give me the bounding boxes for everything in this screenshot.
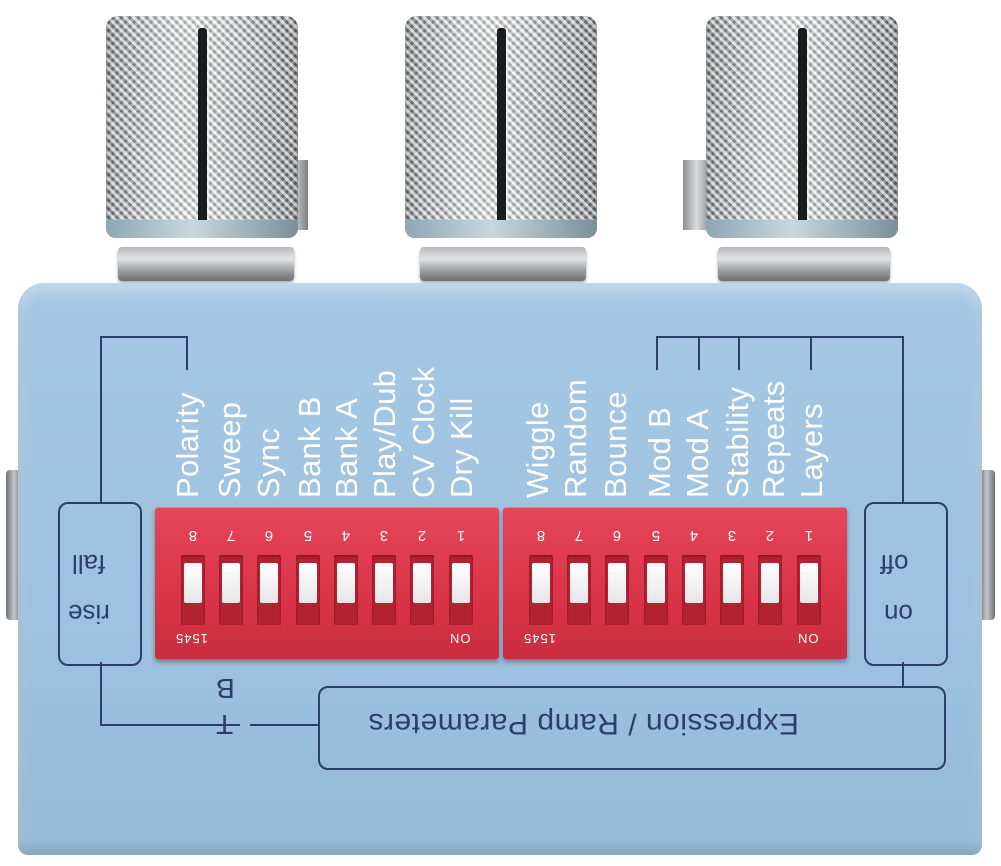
- dip-switch-bank-left: 8 7 6 5 4 3 2 1 1545 ON: [155, 507, 499, 659]
- label-mod-a: Mod A: [680, 408, 715, 498]
- nut-center: [420, 247, 586, 281]
- nut-left: [118, 247, 294, 281]
- dip-left-number-6: 6: [264, 527, 274, 544]
- left-bracket-top: [100, 336, 188, 338]
- right-bracket-top: [656, 336, 904, 338]
- footer-label-box: [318, 686, 946, 770]
- dip-left-code: 1545: [175, 631, 208, 646]
- dip-right-switch-4[interactable]: [682, 555, 706, 625]
- dip-left-switch-8[interactable]: [181, 555, 205, 625]
- dip-left-number-1: 1: [456, 527, 466, 544]
- dip-right-switch-3[interactable]: [720, 555, 744, 625]
- label-cv-clock: CV Clock: [406, 366, 441, 498]
- dip-right-number-8: 8: [536, 527, 546, 544]
- dip-right-switch-5[interactable]: [644, 555, 668, 625]
- label-sync: Sync: [251, 427, 286, 498]
- left-toggle-rise: rise: [68, 599, 110, 629]
- right-bracket-lower: [902, 662, 904, 686]
- label-mod-b: Mod B: [642, 406, 677, 498]
- dip-left-number-5: 5: [303, 527, 313, 544]
- dip-right-code: 1545: [523, 631, 556, 646]
- dip-left-switch-4[interactable]: [334, 555, 358, 625]
- dip-left-switch-6[interactable]: [257, 555, 281, 625]
- label-polarity: Polarity: [170, 392, 205, 498]
- dip-right-number-4: 4: [689, 527, 699, 544]
- dip-left-number-7: 7: [226, 527, 236, 544]
- dip-right-switch-2[interactable]: [758, 555, 782, 625]
- dip-left-switch-3[interactable]: [372, 555, 396, 625]
- knob-center[interactable]: [405, 16, 597, 238]
- footer-label: Expression / Ramp Parameters: [368, 707, 799, 740]
- left-bracket-vertical: [100, 336, 102, 503]
- dip-right-on-label: ON: [797, 631, 819, 646]
- label-play-dub: Play/Dub: [367, 369, 402, 498]
- label-stability: Stability: [720, 386, 755, 498]
- right-toggle-on: on: [884, 599, 913, 629]
- bracket-letter-t: T: [216, 709, 234, 740]
- right-toggle-off: off: [880, 549, 909, 579]
- left-bracket-tick: [186, 336, 188, 370]
- left-bracket-bottom: [100, 724, 240, 726]
- dip-left-number-4: 4: [341, 527, 351, 544]
- label-random: Random: [558, 379, 593, 498]
- dip-right-switch-7[interactable]: [567, 555, 591, 625]
- bracket-letter-b: B: [216, 673, 235, 704]
- label-sweep: Sweep: [212, 401, 247, 498]
- dip-left-switch-1[interactable]: [449, 555, 473, 625]
- right-bracket-tick-2: [698, 336, 700, 370]
- nut-right: [718, 247, 890, 281]
- dip-left-switch-2[interactable]: [410, 555, 434, 625]
- right-bracket-tick-4: [810, 336, 812, 370]
- dip-left-switch-5[interactable]: [296, 555, 320, 625]
- dip-right-number-7: 7: [574, 527, 584, 544]
- label-dry-kill: Dry Kill: [444, 397, 479, 498]
- left-bracket-lower: [100, 662, 102, 726]
- dip-right-number-2: 2: [765, 527, 775, 544]
- right-bracket-tick-1: [656, 336, 658, 370]
- dip-switch-bank-right: 8 7 6 5 4 3 2 1 1545 ON: [503, 507, 847, 659]
- label-bounce: Bounce: [598, 391, 633, 498]
- dip-left-number-8: 8: [188, 527, 198, 544]
- label-layers: Layers: [794, 403, 829, 498]
- label-wiggle: Wiggle: [520, 401, 555, 498]
- knob-left[interactable]: [106, 16, 298, 238]
- right-bracket-vertical: [902, 336, 904, 503]
- left-bracket-join: [250, 724, 320, 726]
- dip-left-number-3: 3: [379, 527, 389, 544]
- dip-left-on-label: ON: [449, 631, 471, 646]
- dip-right-switch-6[interactable]: [605, 555, 629, 625]
- dip-right-number-6: 6: [612, 527, 622, 544]
- dip-right-switch-1[interactable]: [797, 555, 821, 625]
- dip-right-switch-8[interactable]: [529, 555, 553, 625]
- knob-right[interactable]: [706, 16, 898, 238]
- right-toggle-box: [864, 502, 948, 666]
- right-bracket-tick-3: [738, 336, 740, 370]
- left-toggle-fall: fall: [72, 549, 106, 579]
- dip-left-number-2: 2: [417, 527, 427, 544]
- dip-left-switch-7[interactable]: [219, 555, 243, 625]
- left-toggle-box: [58, 502, 142, 666]
- dip-right-number-3: 3: [727, 527, 737, 544]
- dip-right-number-5: 5: [651, 527, 661, 544]
- side-jack-right: [979, 470, 995, 620]
- label-bank-b: Bank B: [292, 396, 327, 498]
- dip-right-number-1: 1: [804, 527, 814, 544]
